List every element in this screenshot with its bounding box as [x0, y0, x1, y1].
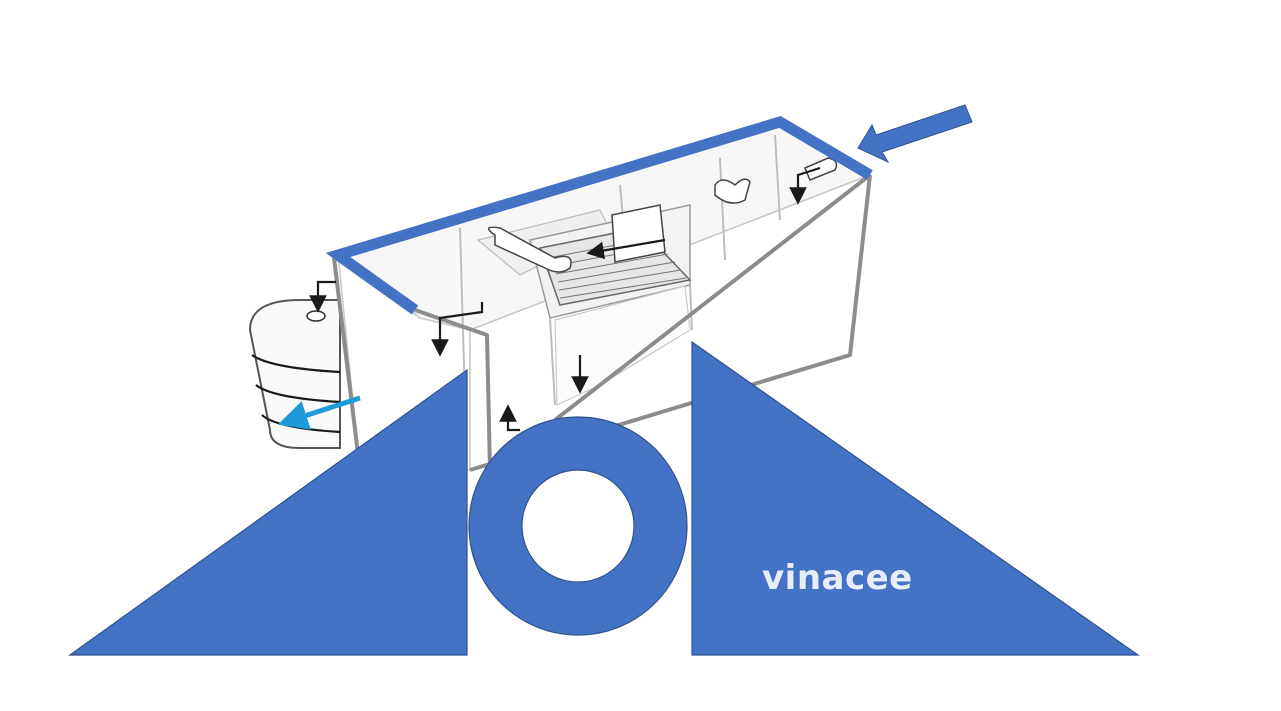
logo-ring [468, 416, 688, 636]
top-frame-outline [325, 116, 873, 315]
brand-name: vinacee [762, 558, 913, 598]
pipe-elbows [714, 157, 838, 204]
outlet-arrow-icon [277, 395, 361, 430]
inlet-arrow-icon [857, 104, 973, 164]
logo-left-triangle [68, 368, 468, 656]
tank-body [336, 121, 872, 472]
logo [68, 340, 1140, 656]
flow-arrow-icon [309, 166, 821, 432]
logo-right-triangle [691, 340, 1140, 656]
